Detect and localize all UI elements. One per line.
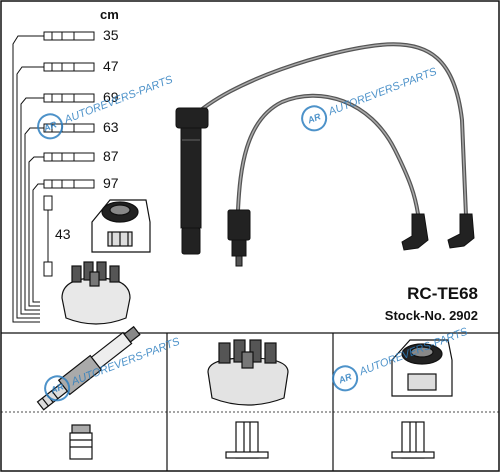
unit-label: cm <box>100 7 119 22</box>
stock-number: Stock-No. 2902 <box>384 308 478 323</box>
cable-length: 87 <box>103 148 119 164</box>
cable-length: 69 <box>103 89 119 105</box>
lead-connector-marks <box>51 32 75 188</box>
right-boots <box>401 213 475 251</box>
coil-boot <box>227 209 251 267</box>
cable-set <box>190 42 468 218</box>
coil-lead <box>43 195 53 277</box>
lead-connectors <box>43 31 95 189</box>
spark-plug-illustration <box>36 325 141 411</box>
small-coil <box>91 199 151 253</box>
small-cap <box>61 261 131 325</box>
cap-illustration <box>207 339 289 406</box>
cable-length: 63 <box>103 119 119 135</box>
lead-schema <box>12 35 44 323</box>
terminal-details <box>69 421 435 460</box>
cable-length: 97 <box>103 175 119 191</box>
cable-length: 47 <box>103 58 119 74</box>
model-number: RC-TE68 <box>407 284 478 303</box>
long-plug-boot <box>175 107 209 255</box>
extra-length: 43 <box>55 226 71 242</box>
coil-illustration <box>391 339 453 397</box>
cable-length: 35 <box>103 27 119 43</box>
